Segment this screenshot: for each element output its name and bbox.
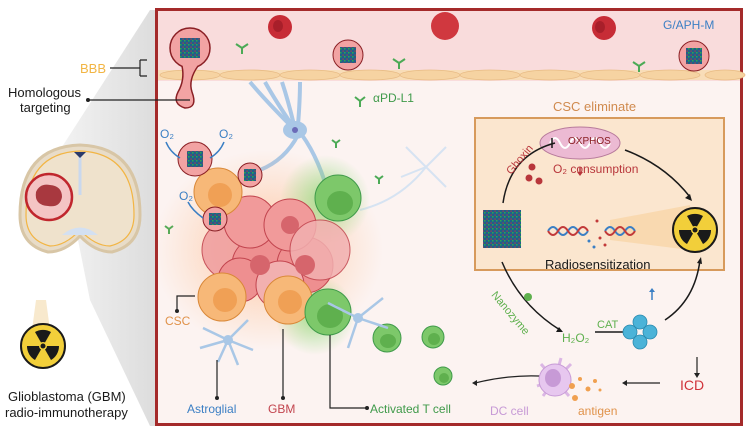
t-cells [304,174,453,386]
astroglial-cell [199,297,389,366]
neuron-faint [359,146,447,211]
o2-label-2: O₂ [219,127,233,141]
icd-label: ICD [680,377,705,393]
antibody-label: αPD-L1 [373,91,414,105]
antigen-label: antigen [578,404,618,418]
title-line-2: radio-immunotherapy [5,405,128,420]
homologous-targeting-label-1: Homologous [8,85,81,100]
o2-consumption-label: O₂ consumption [553,162,639,176]
red-blood-cells [268,12,616,40]
cycle-arrows [501,138,701,333]
csc-eliminate-title: CSC eliminate [553,99,637,114]
h2o2-label: H₂O₂ [562,331,590,345]
astroglial-label: Astroglial [187,402,237,416]
csc-label: CSC [165,314,191,328]
brain-cross-section-icon [18,143,142,254]
dc-cell [536,357,602,401]
o2-label-3: O₂ [179,189,193,203]
oxygen-arrows [165,141,225,219]
title-line-1: Glioblastoma (GBM) [8,389,126,404]
dna-damage-icon [547,205,690,250]
radiation-icon-right [672,207,718,253]
homologous-targeting-label-2: targeting [20,100,71,115]
nanoparticle-transcytosis [169,27,211,109]
nanoparticle-vessel [332,39,710,72]
dc-cell-label: DC cell [490,404,529,418]
oxygen-cluster-icon [622,314,658,350]
gbm-label: GBM [268,402,296,416]
radiosensitization-label: Radiosensitization [545,257,651,272]
cat-label: CAT [597,319,619,331]
bbb-endothelial-layer [158,69,746,81]
leader-lines [88,59,698,409]
nanozyme-cube-icon [483,210,521,248]
radiation-icon-left [20,323,66,369]
mitochondria-icon [539,126,621,160]
bbb-label: BBB [80,61,107,76]
o2-label-1: O₂ [160,127,174,141]
nanoparticle-label: G/APH-M [663,18,715,32]
oxphos-label: OXPHOS [568,136,611,147]
leader-dots [86,98,700,410]
oxygen-releasing-nanoparticles [177,141,263,232]
activated-t-cell-label: Activated T cell [370,402,451,416]
